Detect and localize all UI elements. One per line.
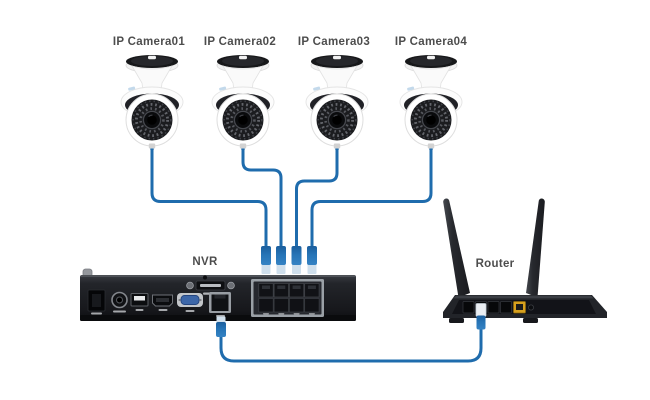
router-lan-plug [475,303,487,330]
cable-camera4-to-nvr [310,142,433,252]
poe-plug-2 [276,246,286,274]
router-power-button [528,304,535,311]
nvr-poe-ports-bottom-row [258,298,320,313]
cable-camera2-to-nvr [241,142,283,252]
nvr-vga-label [185,310,195,312]
nvr-top-button [203,275,207,280]
cable-camera3-to-nvr [295,142,339,252]
ip-camera-4 [398,53,464,150]
cable-stubs [150,142,433,150]
nvr-hdmi-label [158,309,168,311]
nvr-esata-pin [200,284,221,287]
router-label: Router [475,258,515,270]
poe-plug-3 [291,246,302,274]
nvr-lan-plug [216,316,226,337]
poe-plug-4 [307,246,317,274]
camera-3-label: IP Camera03 [297,36,371,48]
cable-camera1-to-nvr [150,142,268,252]
camera-1-label: IP Camera01 [112,36,186,48]
nvr-poe-port-block [251,279,324,317]
nvr-poe-plugs [216,246,317,337]
nvr-top-edge-highlight [80,275,356,277]
nvr-usb-label [135,309,144,311]
router-device [443,198,607,330]
ip-camera-3 [304,53,370,150]
nvr-power-label [91,312,102,315]
nvr-screw-right-icon [227,281,235,290]
nvr-device [80,268,356,321]
router-foot-left [449,318,464,323]
router-top-highlight [453,295,594,299]
router-antenna-right [526,198,545,298]
nvr-audio-label [113,310,126,313]
ip-camera-1 [119,53,185,150]
camera-4-label: IP Camera04 [394,36,468,48]
router-antenna-left [443,198,470,298]
nvr-label: NVR [192,256,218,268]
camera-2-label: IP Camera02 [203,36,277,48]
nvr-screw-left-icon [186,281,194,290]
router-foot-right [523,318,538,323]
cable-nvr-to-router [219,320,483,363]
ip-camera-2 [210,53,276,150]
poe-plug-1 [261,246,271,274]
